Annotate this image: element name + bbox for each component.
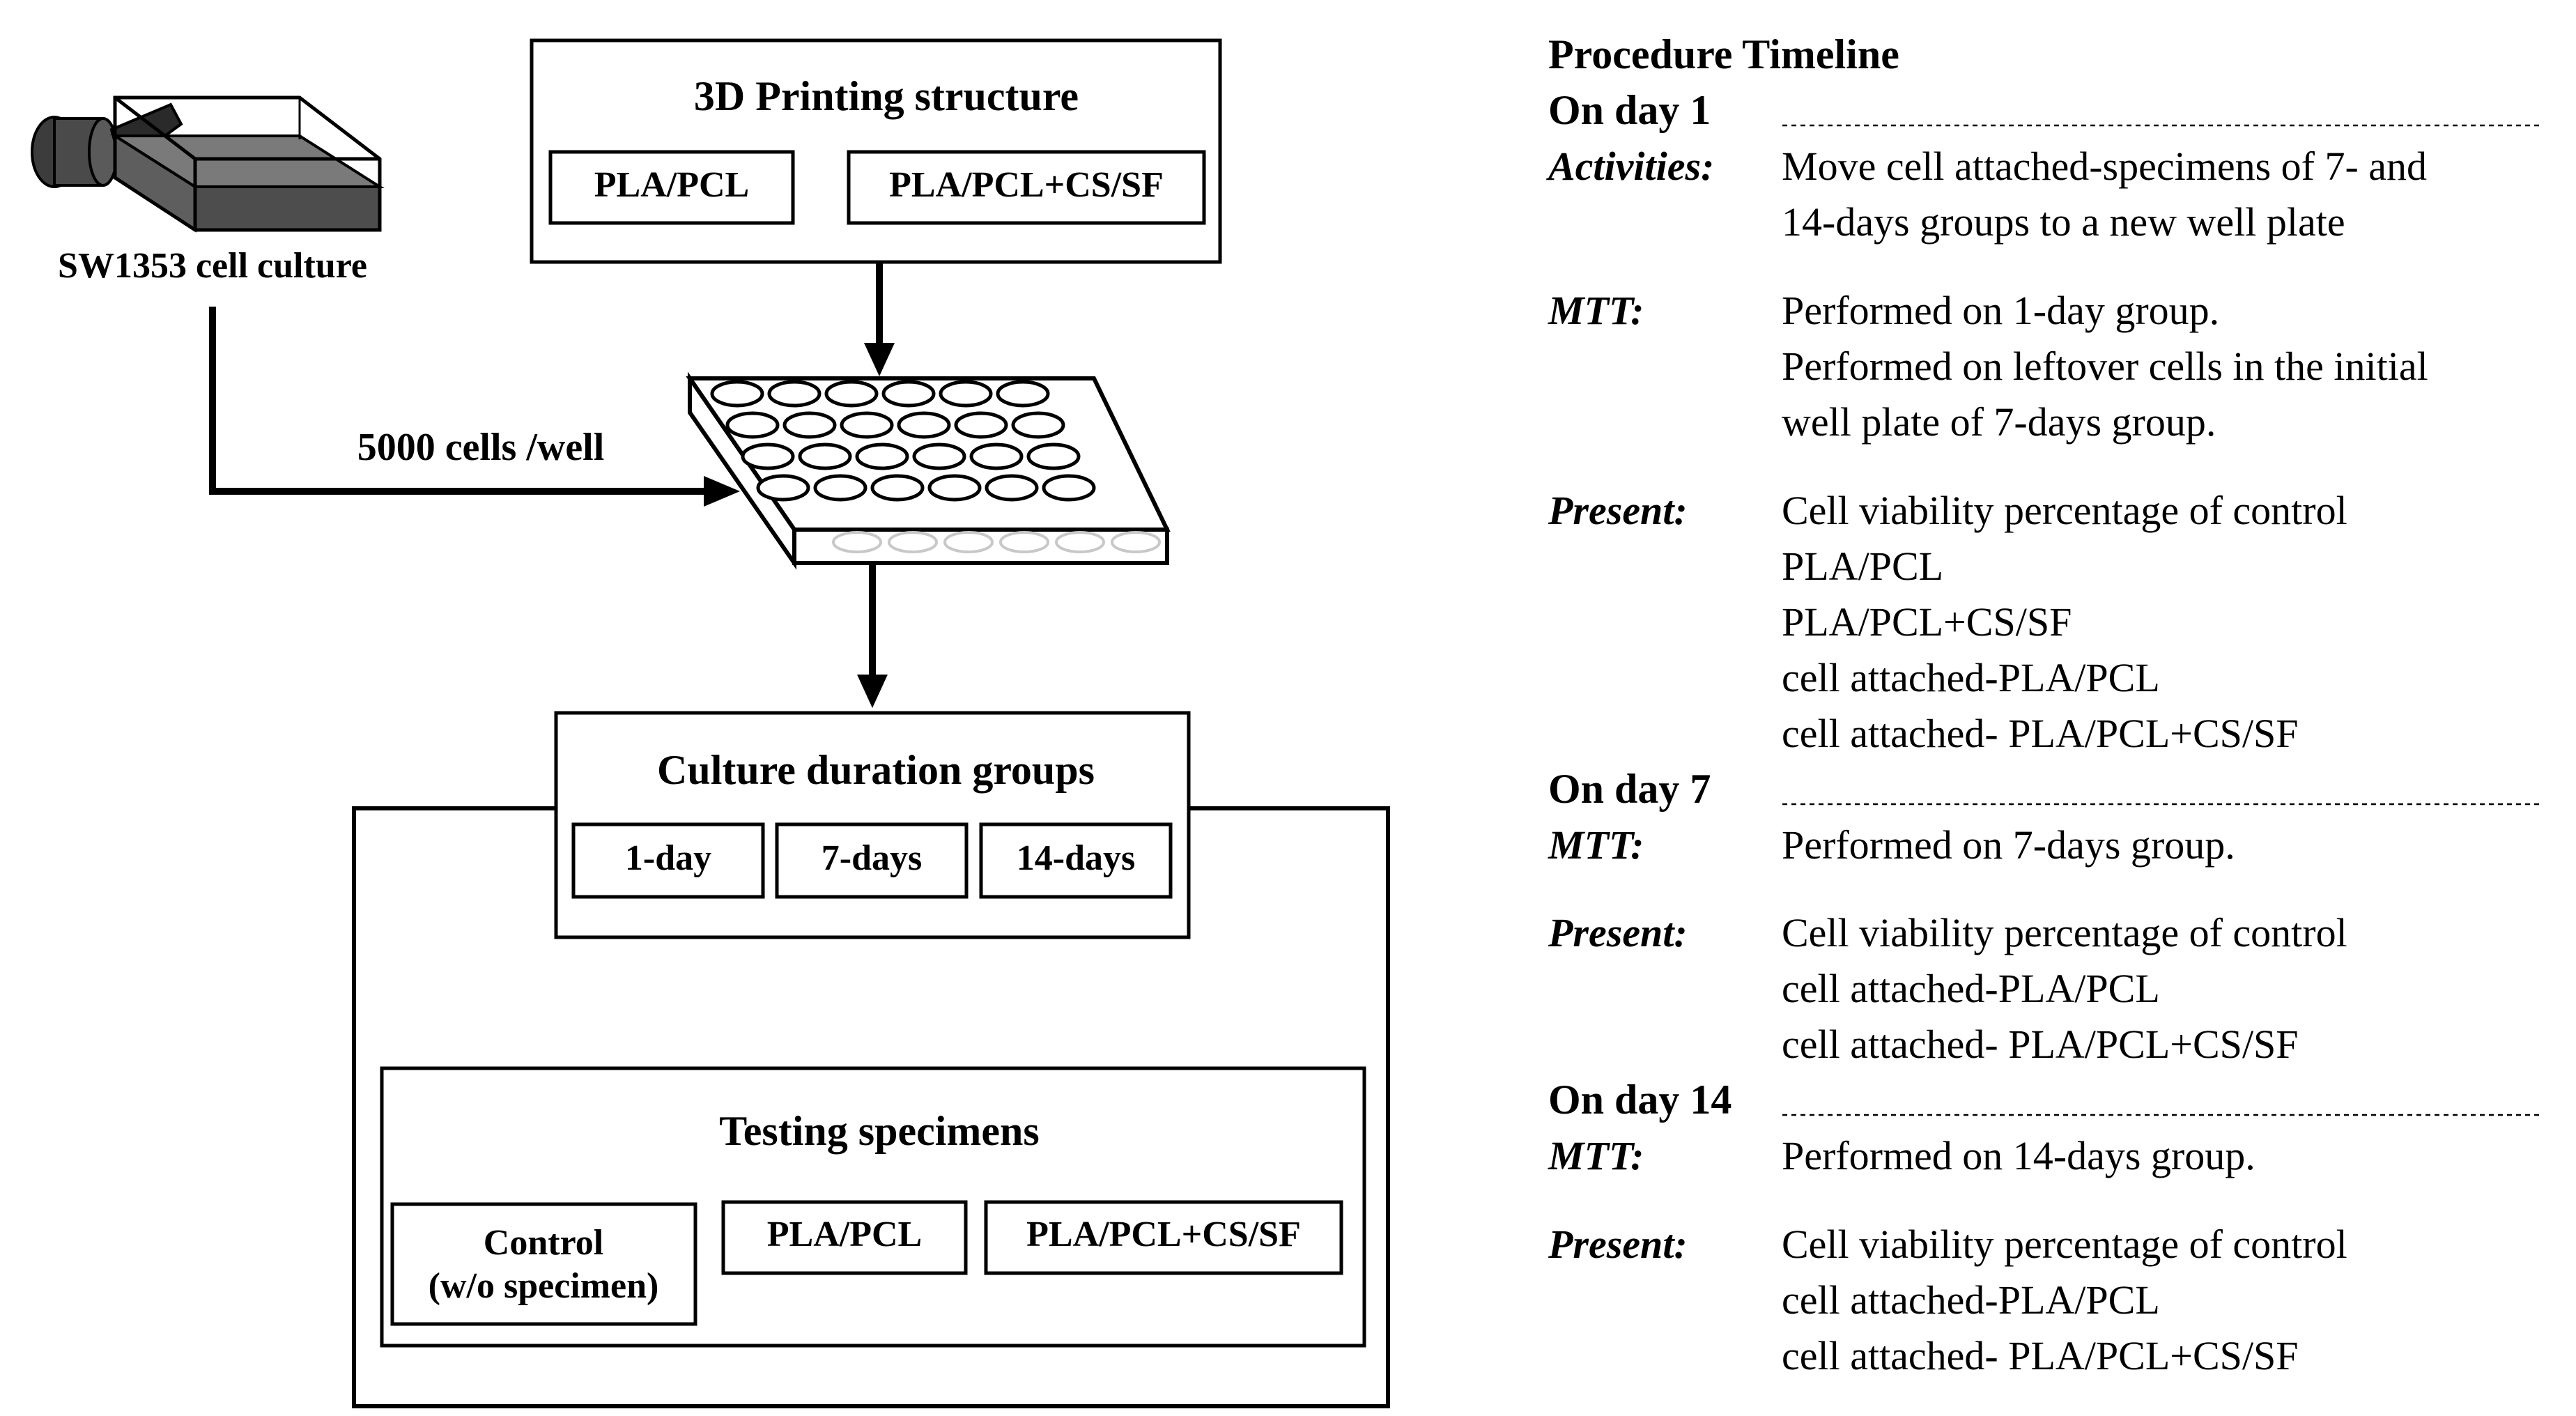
entry-line: Cell viability percentage of control [1782,488,2347,533]
entry-line: cell attached-PLA/PCL [1782,1277,2160,1323]
printing-structure-title: 3D Printing structure [694,73,1079,119]
well-icon [985,474,1039,502]
well-icon [996,380,1050,408]
entry-line: PLA/PCL [1782,544,1943,589]
testing-specimens-title: Testing specimens [719,1108,1040,1154]
arrow-plate-to-duration [857,557,888,708]
well-icon [741,442,795,470]
seeding-label: 5000 cells /well [357,426,605,469]
well-icon [1011,411,1065,439]
entry-line: Move cell attached-specimens of 7- and [1782,144,2427,189]
testing-control-line1: Control [484,1223,603,1263]
well-icon [881,380,936,408]
entry-key: Activities: [1546,144,1714,189]
entry-key: Present: [1548,1222,1688,1267]
well-shadow-icon [832,531,882,553]
well-plate-icon [686,371,1171,570]
well-icon [824,380,879,408]
cell-culture-label: SW1353 cell culture [58,246,367,286]
well-icon [855,442,909,470]
duration-1-day: 1-day [625,838,711,878]
printing-option-box-pla-pcl-cs-sf [847,150,1206,225]
well-shadow-icon [943,531,994,553]
entry-line: PLA/PCL+CS/SF [1782,599,2072,645]
well-icon [897,411,951,439]
duration-box-14-days [979,822,1173,899]
entry-key: MTT: [1548,822,1644,868]
entry-key: MTT: [1548,1133,1644,1178]
entry-line: cell attached-PLA/PCL [1782,655,2160,700]
well-icon [710,380,764,408]
testing-box-pla-pcl [721,1200,968,1275]
day-label: On day 1 [1548,87,1711,133]
printing-option-box-pla-pcl [548,150,795,225]
entry-line: cell attached- PLA/PCL+CS/SF [1782,1333,2299,1378]
well-icon [798,442,852,470]
cell-culture-flask-icon [31,95,385,233]
entry-line: Cell viability percentage of control [1782,1222,2347,1267]
well-shadow-icon [1111,531,1161,553]
entry-key: MTT: [1548,288,1644,333]
well-icon [912,442,966,470]
well-icon [813,474,867,502]
entry-key: Present: [1548,910,1688,955]
well-shadow-icon [1055,531,1105,553]
duration-box-7-days [775,822,969,899]
testing-control-box [390,1202,697,1326]
entry-line: Performed on 1-day group. [1782,288,2219,333]
well-icon [756,474,810,502]
arrow-culture-to-plate [209,307,740,507]
printing-option-pla-pcl: PLA/PCL [594,165,749,205]
testing-control-line2: (w/o specimen) [429,1266,659,1306]
printing-option-pla-pcl-cs-sf: PLA/PCL+CS/SF [889,165,1164,205]
well-icon [1026,442,1081,470]
entry-key: Present: [1548,488,1688,533]
entry-line: Cell viability percentage of control [1782,910,2347,955]
well-shadow-icon [888,531,938,553]
day-label: On day 14 [1548,1077,1732,1123]
testing-option-pla-pcl-cs-sf: PLA/PCL+CS/SF [1026,1215,1301,1254]
well-icon [725,411,780,439]
well-icon [939,380,993,408]
well-icon [840,411,894,439]
testing-option-pla-pcl: PLA/PCL [767,1215,922,1254]
arrow-printing-to-plate [864,263,895,376]
culture-duration-title: Culture duration groups [657,747,1095,793]
well-icon [1042,474,1096,502]
entry-line: cell attached- PLA/PCL+CS/SF [1782,711,2299,756]
entry-line: cell attached- PLA/PCL+CS/SF [1782,1022,2299,1067]
well-icon [767,380,822,408]
testing-box-pla-pcl-cs-sf [984,1200,1343,1275]
entry-line: Performed on 7-days group. [1782,822,2235,868]
duration-box-1-day [571,822,765,899]
entry-line: Performed on 14-days group. [1782,1133,2255,1178]
entry-line: cell attached-PLA/PCL [1782,966,2160,1011]
well-icon [969,442,1024,470]
day-label: On day 7 [1548,766,1711,812]
well-shadow-icon [999,531,1049,553]
duration-7-days: 7-days [822,838,922,878]
entry-line: Performed on leftover cells in the initi… [1782,344,2428,389]
well-icon [782,411,837,439]
well-icon [954,411,1008,439]
entry-line: well plate of 7-days group. [1782,399,2216,445]
timeline-title: Procedure Timeline [1548,31,1899,77]
entry-line: 14-days groups to a new well plate [1782,199,2345,245]
well-icon [927,474,982,502]
duration-14-days: 14-days [1017,838,1135,878]
well-icon [870,474,925,502]
